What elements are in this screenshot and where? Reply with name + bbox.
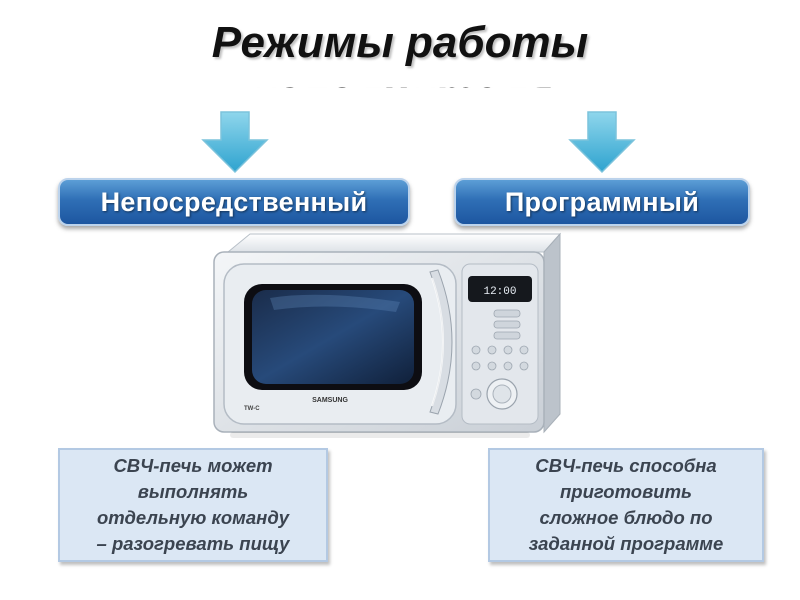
microwave-brand: SAMSUNG [312,397,348,404]
description-line: – разогревать пищу [96,533,290,554]
description-line: выполнять [137,481,249,502]
description-direct: СВЧ-печь может выполнять отдельную коман… [58,448,328,562]
page-title: Режимы работы [211,18,589,67]
description-line: приготовить [559,481,693,502]
description-line: отдельную команду [96,507,290,528]
description-line: заданной программе [528,533,724,554]
microwave-display: 12:00 [483,286,516,298]
microwave-image: SAMSUNG TW-C 12:00 [213,232,562,438]
description-program: СВЧ-печь способна приготовить сложное бл… [488,448,764,562]
arrow-down-icon [568,111,636,174]
description-line: СВЧ-печь способна [535,455,717,476]
mode-program: Программный [454,178,750,226]
description-line: сложное блюдо по [539,507,713,528]
title-block: Режимы работы исполнителя [0,0,800,88]
microwave-model: TW-C [244,406,260,412]
mode-direct: Непосредственный [58,178,410,226]
arrow-down-icon [201,111,269,174]
description-line: СВЧ-печь может [113,455,273,476]
page-title-line2: исполнителя [0,70,800,88]
